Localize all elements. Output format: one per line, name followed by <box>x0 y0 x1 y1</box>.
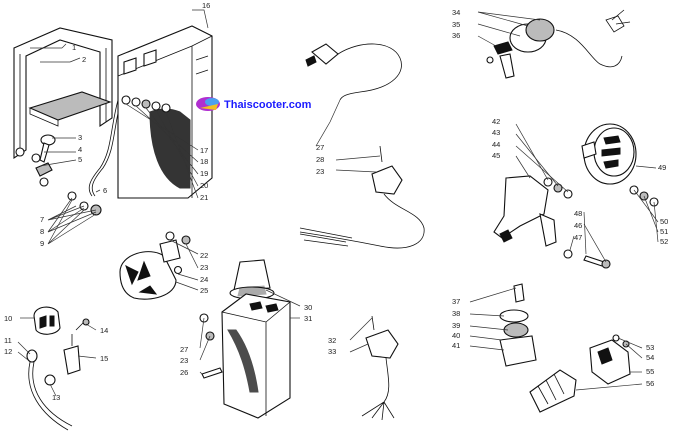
spark-plug-cap <box>589 334 631 385</box>
callout-37: 37 <box>452 297 460 306</box>
callout-10: 10 <box>4 314 12 323</box>
strap-bolts <box>35 134 56 187</box>
callout-6: 6 <box>103 186 107 195</box>
callout-33: 33 <box>328 347 336 356</box>
junction-switch <box>361 315 399 421</box>
callout-41: 41 <box>452 341 460 350</box>
callout-27-bottom: 27 <box>180 345 188 354</box>
watermark-text: Thaiscooter.com <box>224 99 312 111</box>
switch-housing <box>33 306 61 335</box>
callout-48: 48 <box>574 209 582 218</box>
callout-23-bottom: 23 <box>180 356 188 365</box>
callout-25: 25 <box>200 286 208 295</box>
callout-32: 32 <box>328 336 336 345</box>
ignition-key <box>486 41 515 79</box>
leader-lines <box>17 9 659 397</box>
callout-53: 53 <box>646 343 654 352</box>
lamp-assembly <box>509 9 631 68</box>
terminal-lead <box>67 99 122 216</box>
callout-44: 44 <box>492 140 500 149</box>
callout-3: 3 <box>78 133 82 142</box>
callout-36: 36 <box>452 31 460 40</box>
callout-18: 18 <box>200 157 208 166</box>
bracket-bolts <box>563 249 611 269</box>
regulator-with-leads <box>299 145 425 249</box>
callout-15: 15 <box>100 354 108 363</box>
callout-42: 42 <box>492 117 500 126</box>
callout-38: 38 <box>452 309 460 318</box>
callout-11: 11 <box>4 336 12 345</box>
callout-34: 34 <box>452 8 460 17</box>
callout-31: 31 <box>304 314 312 323</box>
cable-loop <box>26 349 73 431</box>
callout-1: 1 <box>72 43 76 52</box>
callout-35: 35 <box>452 20 460 29</box>
callout-21: 21 <box>200 193 208 202</box>
callout-45: 45 <box>492 151 500 160</box>
battery-strap <box>13 27 113 163</box>
callout-28: 28 <box>316 155 324 164</box>
callout-16: 16 <box>202 1 210 10</box>
callout-51: 51 <box>660 227 668 236</box>
callout-26-bottom: 26 <box>180 368 188 377</box>
battery-terminal-washers <box>121 95 171 113</box>
horn-washers <box>165 231 191 275</box>
callout-49: 49 <box>658 163 666 172</box>
callout-54: 54 <box>646 353 654 362</box>
callout-8: 8 <box>40 227 44 236</box>
callout-55: 55 <box>646 367 654 376</box>
rubber-boot <box>529 369 577 413</box>
callout-2: 2 <box>82 55 86 64</box>
callout-23-mid: 23 <box>200 263 208 272</box>
callout-17: 17 <box>200 146 208 155</box>
horn-unit <box>119 239 181 300</box>
callout-56: 56 <box>646 379 654 388</box>
callout-27-top: 27 <box>316 143 324 152</box>
fuse-holder <box>63 318 90 375</box>
callout-40: 40 <box>452 331 460 340</box>
callout-47: 47 <box>574 233 582 242</box>
callout-52: 52 <box>660 237 668 246</box>
callout-9: 9 <box>40 239 44 248</box>
light-switch <box>499 283 537 367</box>
callout-19: 19 <box>200 169 208 178</box>
callout-30: 30 <box>304 303 312 312</box>
callout-23-top: 23 <box>316 167 324 176</box>
callout-46: 46 <box>574 221 582 230</box>
callout-50: 50 <box>660 217 668 226</box>
mounting-bracket <box>493 175 573 247</box>
electric-horn <box>581 123 637 185</box>
callout-22: 22 <box>200 251 208 260</box>
callout-43: 43 <box>492 128 500 137</box>
callout-4: 4 <box>78 145 82 154</box>
connector-plug-top <box>305 43 402 101</box>
callout-39: 39 <box>452 321 460 330</box>
battery-cap <box>229 259 275 300</box>
callout-13: 13 <box>52 393 60 402</box>
thaiscooter-logo <box>196 97 220 111</box>
callout-5: 5 <box>78 155 82 164</box>
callout-12: 12 <box>4 347 12 356</box>
callout-7: 7 <box>40 215 44 224</box>
callout-14: 14 <box>100 326 108 335</box>
callout-24: 24 <box>200 275 208 284</box>
battery-case-small <box>221 293 291 419</box>
callout-numbers: 16 1 2 3 4 5 6 7 8 9 17 18 19 20 21 27 2… <box>4 1 668 402</box>
callout-20: 20 <box>200 181 208 190</box>
